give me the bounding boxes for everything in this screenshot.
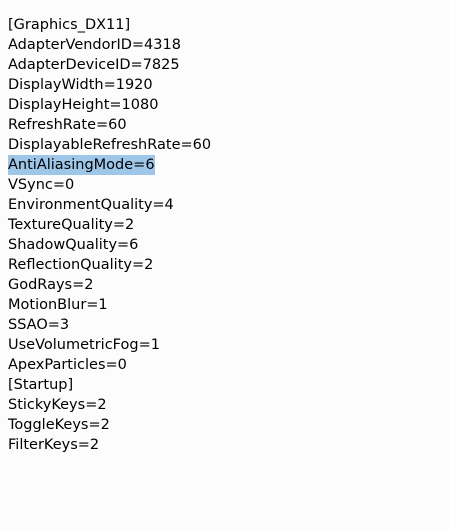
- config-line-apex-particles[interactable]: ApexParticles=0: [8, 357, 127, 373]
- config-line-ssao[interactable]: SSAO=3: [8, 317, 70, 333]
- config-line-display-height[interactable]: DisplayHeight=1080: [8, 97, 159, 113]
- config-line-texture-quality[interactable]: TextureQuality=2: [8, 217, 135, 233]
- config-line-sticky-keys[interactable]: StickyKeys=2: [8, 397, 107, 413]
- text-selection: AntiAliasingMode=6: [8, 155, 155, 175]
- config-line-vsync[interactable]: VSync=0: [8, 177, 75, 193]
- config-line-god-rays[interactable]: GodRays=2: [8, 277, 94, 293]
- config-line-anti-aliasing-mode-selected[interactable]: AntiAliasingMode=6: [8, 155, 444, 175]
- config-line-adapter-vendor-id[interactable]: AdapterVendorID=4318: [8, 37, 181, 53]
- config-line-reflection-quality[interactable]: ReflectionQuality=2: [8, 257, 154, 273]
- section-header-graphics[interactable]: [Graphics_DX11]: [8, 17, 131, 33]
- config-line-refresh-rate[interactable]: RefreshRate=60: [8, 117, 127, 133]
- section-header-startup[interactable]: [Startup]: [8, 377, 74, 393]
- config-line-environment-quality[interactable]: EnvironmentQuality=4: [8, 197, 174, 213]
- text-editor[interactable]: [Graphics_DX11] AdapterVendorID=4318 Ada…: [8, 15, 444, 455]
- config-line-displayable-refresh-rate[interactable]: DisplayableRefreshRate=60: [8, 137, 212, 153]
- config-line-shadow-quality[interactable]: ShadowQuality=6: [8, 237, 139, 253]
- config-line-display-width[interactable]: DisplayWidth=1920: [8, 77, 153, 93]
- config-line-adapter-device-id[interactable]: AdapterDeviceID=7825: [8, 57, 180, 73]
- config-line-filter-keys[interactable]: FilterKeys=2: [8, 437, 100, 453]
- config-line-motion-blur[interactable]: MotionBlur=1: [8, 297, 108, 313]
- config-line-toggle-keys[interactable]: ToggleKeys=2: [8, 417, 110, 433]
- config-line-use-volumetric-fog[interactable]: UseVolumetricFog=1: [8, 337, 160, 353]
